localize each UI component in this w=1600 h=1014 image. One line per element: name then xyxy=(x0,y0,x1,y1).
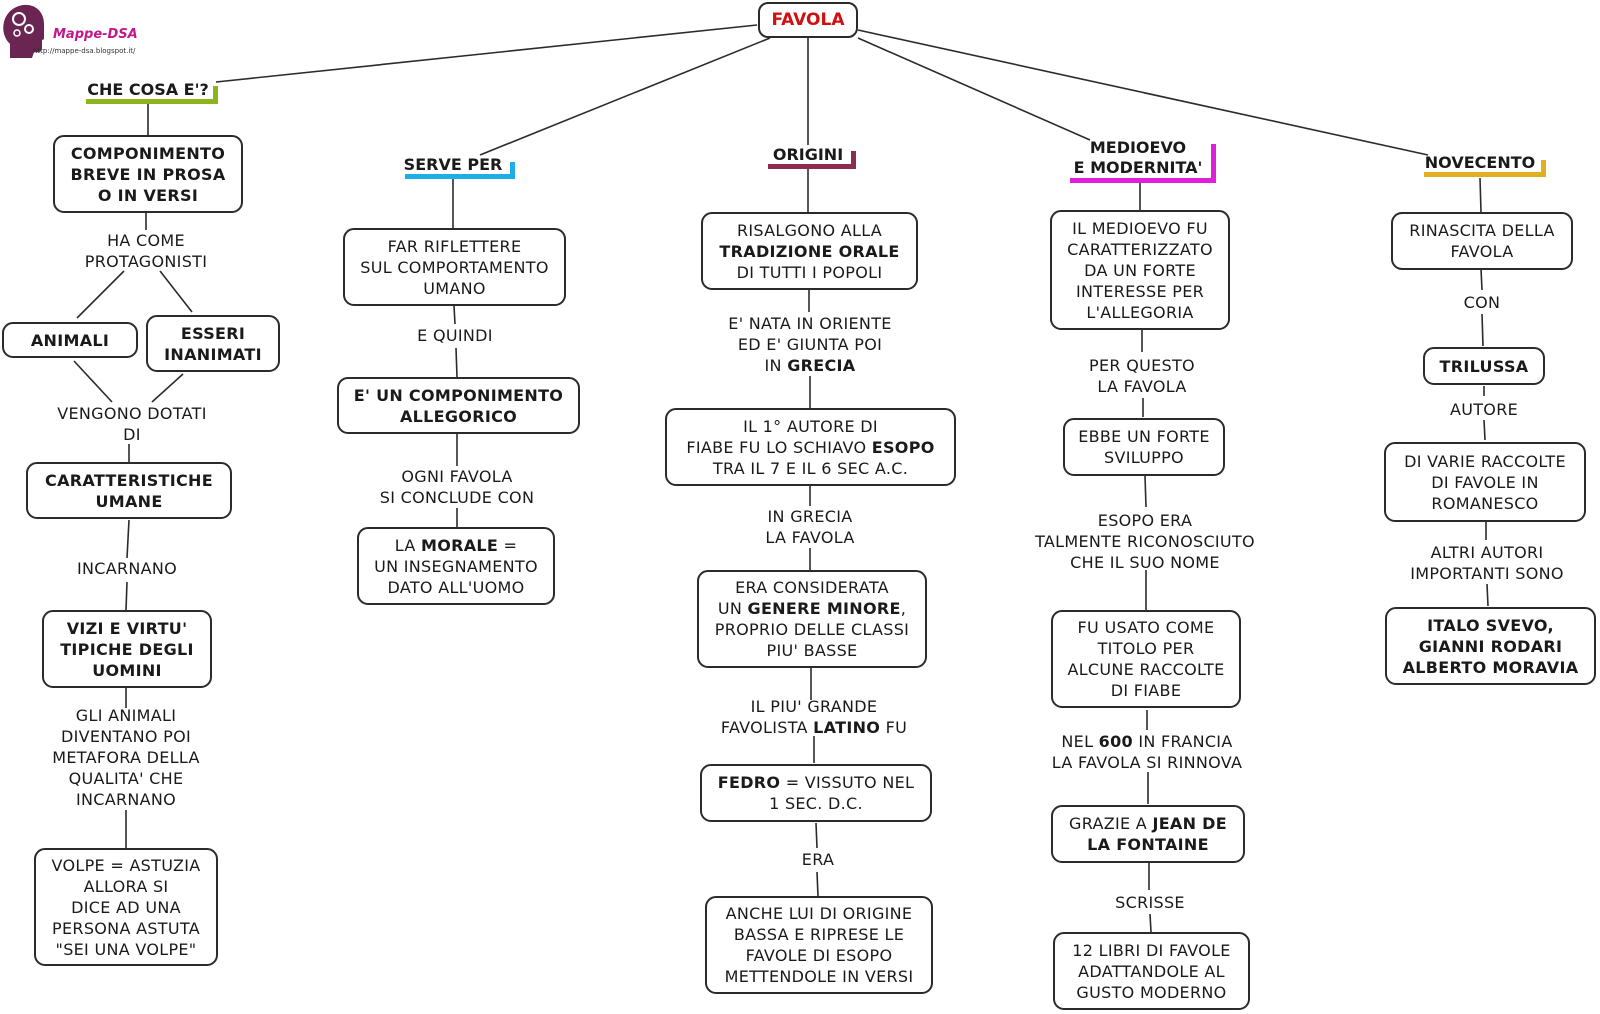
category-underline xyxy=(213,86,218,104)
category-underline xyxy=(1424,172,1546,177)
category-che-cosa: CHE COSA E'? xyxy=(87,80,209,99)
category-underline xyxy=(86,99,218,104)
category-medioevo: MEDIOEVO E MODERNITA' xyxy=(1074,138,1203,178)
node-esseri-inanimati: ESSERI INANIMATI xyxy=(146,315,280,372)
category-underline xyxy=(1070,178,1216,183)
category-underline xyxy=(1541,160,1546,177)
label-autore: AUTORE xyxy=(1449,400,1519,419)
label-con: CON xyxy=(1463,293,1501,312)
node-componimento-allegorico: E' UN COMPONIMENTO ALLEGORICO xyxy=(337,377,580,434)
node-primo-autore-esopo: IL 1° AUTORE DI FIABE FU LO SCHIAVO ESOP… xyxy=(665,408,956,486)
node-caratteristiche-umane: CARATTERISTICHE UMANE xyxy=(26,462,232,519)
label-favolista-latino: IL PIU' GRANDE FAVOLISTA LATINO FU xyxy=(720,697,908,737)
category-medioevo-line2: E MODERNITA' xyxy=(1073,158,1203,177)
logo-name: Mappe-DSA xyxy=(53,27,138,42)
label-incarnano: INCARNANO xyxy=(76,559,178,578)
root-node-favola: FAVOLA xyxy=(758,2,858,38)
category-origini: ORIGINI xyxy=(772,145,844,164)
category-underline xyxy=(405,174,515,179)
category-underline xyxy=(510,162,515,179)
category-underline xyxy=(1211,144,1216,183)
node-vizi-e-virtu: VIZI E VIRTU' TIPICHE DEGLI UOMINI xyxy=(42,610,212,688)
node-animali: ANIMALI xyxy=(2,322,138,358)
node-fedro: FEDRO = VISSUTO NEL 1 SEC. D.C. xyxy=(700,764,932,822)
label-e-quindi: E QUINDI xyxy=(417,326,493,345)
label-era: ERA xyxy=(801,850,835,869)
logo-url: http://mappe-dsa.blogspot.it/ xyxy=(33,47,136,55)
label-scrisse: SCRISSE xyxy=(1115,893,1185,912)
label-600-francia: NEL 600 IN FRANCIA LA FAVOLA SI RINNOVA xyxy=(1051,732,1243,772)
mappe-dsa-logo: Mappe-DSA http://mappe-dsa.blogspot.it/ xyxy=(0,0,150,62)
node-jean-de-la-fontaine: GRAZIE A JEAN DE LA FONTAINE xyxy=(1051,805,1245,863)
head-gears-icon xyxy=(3,4,44,58)
category-serve-per: SERVE PER xyxy=(403,155,503,174)
category-underline xyxy=(768,164,856,169)
node-genere-minore: ERA CONSIDERATA UN GENERE MINORE, PROPRI… xyxy=(697,570,927,668)
node-trilussa: TRILUSSA xyxy=(1423,347,1545,385)
category-medioevo-line1: MEDIOEVO xyxy=(1089,138,1187,157)
category-novecento: NOVECENTO xyxy=(1424,153,1536,172)
node-componimento-breve: COMPONIMENTO BREVE IN PROSA O IN VERSI xyxy=(53,135,243,213)
category-underline xyxy=(851,151,856,169)
